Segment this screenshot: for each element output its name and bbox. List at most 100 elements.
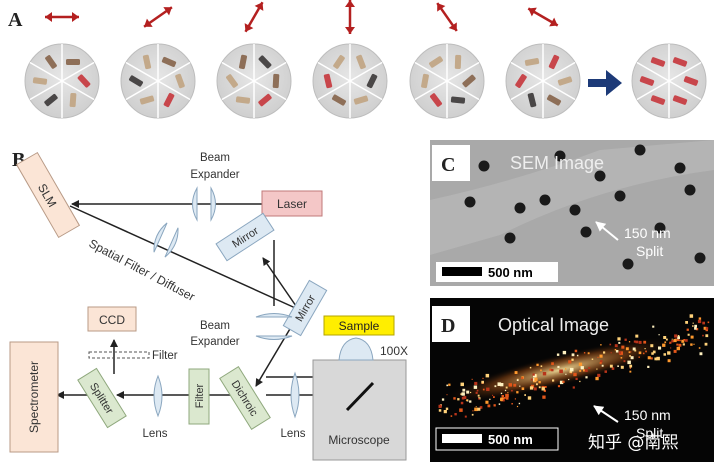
nanorod-fragment [429,56,443,68]
emission-speckle [446,394,448,396]
emission-speckle [498,403,501,405]
emission-speckle [542,372,547,376]
emission-speckle [511,403,513,405]
emission-speckle [479,406,483,409]
emission-speckle [453,397,456,400]
emission-speckle [568,360,572,364]
emission-speckle [459,408,463,412]
nanorod-fragment [161,56,177,67]
emission-speckle [486,387,490,391]
panel-d-scale-box [435,427,559,451]
nanorod-fragment [421,73,429,89]
emission-speckle [521,387,525,390]
nanohole [504,232,516,244]
nanorod-fragment [356,54,366,70]
nanorod-fragment [683,76,699,86]
panel-d-title: Optical Image [498,315,609,335]
slm-box: SLM [15,151,81,239]
emission-speckle [557,365,560,368]
emission-speckle [580,366,584,370]
emission-speckle [446,384,448,387]
nanohole [622,258,634,270]
emission-speckle [609,364,613,368]
nanorod-fragment [129,75,143,87]
emission-speckle [536,363,539,366]
microscope-label: Microscope [328,433,390,447]
emission-speckle [538,381,541,384]
lens-2-label: Lens [281,428,306,440]
emission-speckle [663,353,666,356]
emission-speckle [460,401,464,405]
emission-speckle [494,385,497,388]
emission-speckle [609,343,612,346]
emission-speckle [647,365,650,368]
emission-speckle [475,391,478,394]
polarization-disk [216,43,292,119]
nanorod-fragment [331,94,347,106]
emission-speckle [571,353,575,357]
emission-speckle [673,338,677,343]
nanorod-fragment [142,54,152,70]
emission-speckle [485,373,490,378]
emission-speckle [516,379,519,381]
spectrometer-box [9,341,59,453]
emission-speckle [529,386,534,390]
emission-speckle [638,351,642,355]
emission-speckle [681,339,685,343]
emission-speckle [693,343,695,345]
emission-speckle [697,319,702,324]
emission-speckle [629,355,631,357]
nanohole [580,226,592,238]
emission-speckle [698,317,702,320]
emission-speckle [673,349,677,353]
emission-speckle [573,372,577,377]
emission-speckle [690,343,693,346]
emission-speckle [683,339,685,341]
nanorod-fragment [650,57,666,67]
emission-speckle [596,368,598,370]
nanorod-fragment [139,95,155,105]
nanorod-fragment [366,73,378,89]
emission-speckle [625,347,629,351]
lens-1-label: Lens [143,428,168,440]
emission-speckle [502,399,505,402]
emission-speckle [471,413,474,416]
nanohole [614,190,626,202]
emission-speckle [443,410,447,414]
emission-speckle [482,388,485,391]
emission-speckle [527,396,532,400]
aligned-disk [631,43,707,119]
emission-speckle [504,389,507,392]
emission-speckle [689,314,694,318]
emission-speckle [579,380,581,383]
emission-speckle [651,352,654,355]
emission-speckle [676,338,680,342]
filter-box-label: Filter [194,383,206,408]
nanorod-fragment [258,55,272,69]
emission-speckle [575,377,578,380]
emission-speckle [477,394,480,397]
emission-speckle [627,360,631,365]
nanorod-fragment [69,92,77,108]
emission-speckle [652,350,656,354]
polarization-disk-row [24,0,707,119]
emission-speckle [702,321,705,325]
nanorod-fragment [258,93,272,107]
panel-c-scale-label: 500 nm [488,265,533,280]
emission-speckle [574,349,578,353]
sample-label: Sample [339,319,380,333]
emission-speckle [501,395,504,398]
emission-speckle [476,389,479,392]
emission-speckle [461,392,465,396]
nanorod-fragment [527,92,537,108]
emission-speckle [474,381,478,385]
emission-speckle [667,359,671,363]
nanorod-fragment [515,74,527,88]
emission-speckle [632,347,636,351]
emission-speckle [543,389,546,392]
emission-speckle [677,335,680,337]
polarization-disk [505,43,581,119]
polarization-disk [312,43,388,119]
emission-speckle [610,352,612,354]
objective-label: 100X [380,344,408,358]
